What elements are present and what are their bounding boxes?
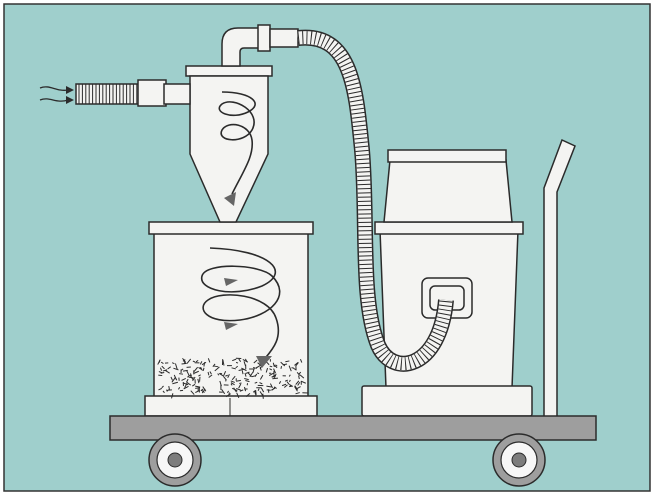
debris-chip [263, 394, 264, 399]
cart-wheel-icon [493, 434, 545, 486]
debris-chip [270, 366, 273, 367]
debris-chip [281, 366, 282, 369]
debris-chip [169, 386, 170, 390]
debris-chip [179, 374, 183, 375]
debris-chip [226, 379, 227, 381]
collection-bin-icon [145, 222, 317, 416]
debris-chip [236, 362, 238, 363]
debris-chip [183, 370, 188, 371]
cart-wheel-icon [149, 434, 201, 486]
debris-chip [272, 378, 278, 379]
wet-dry-vacuum-icon [362, 150, 532, 416]
debris-chip [182, 363, 187, 364]
